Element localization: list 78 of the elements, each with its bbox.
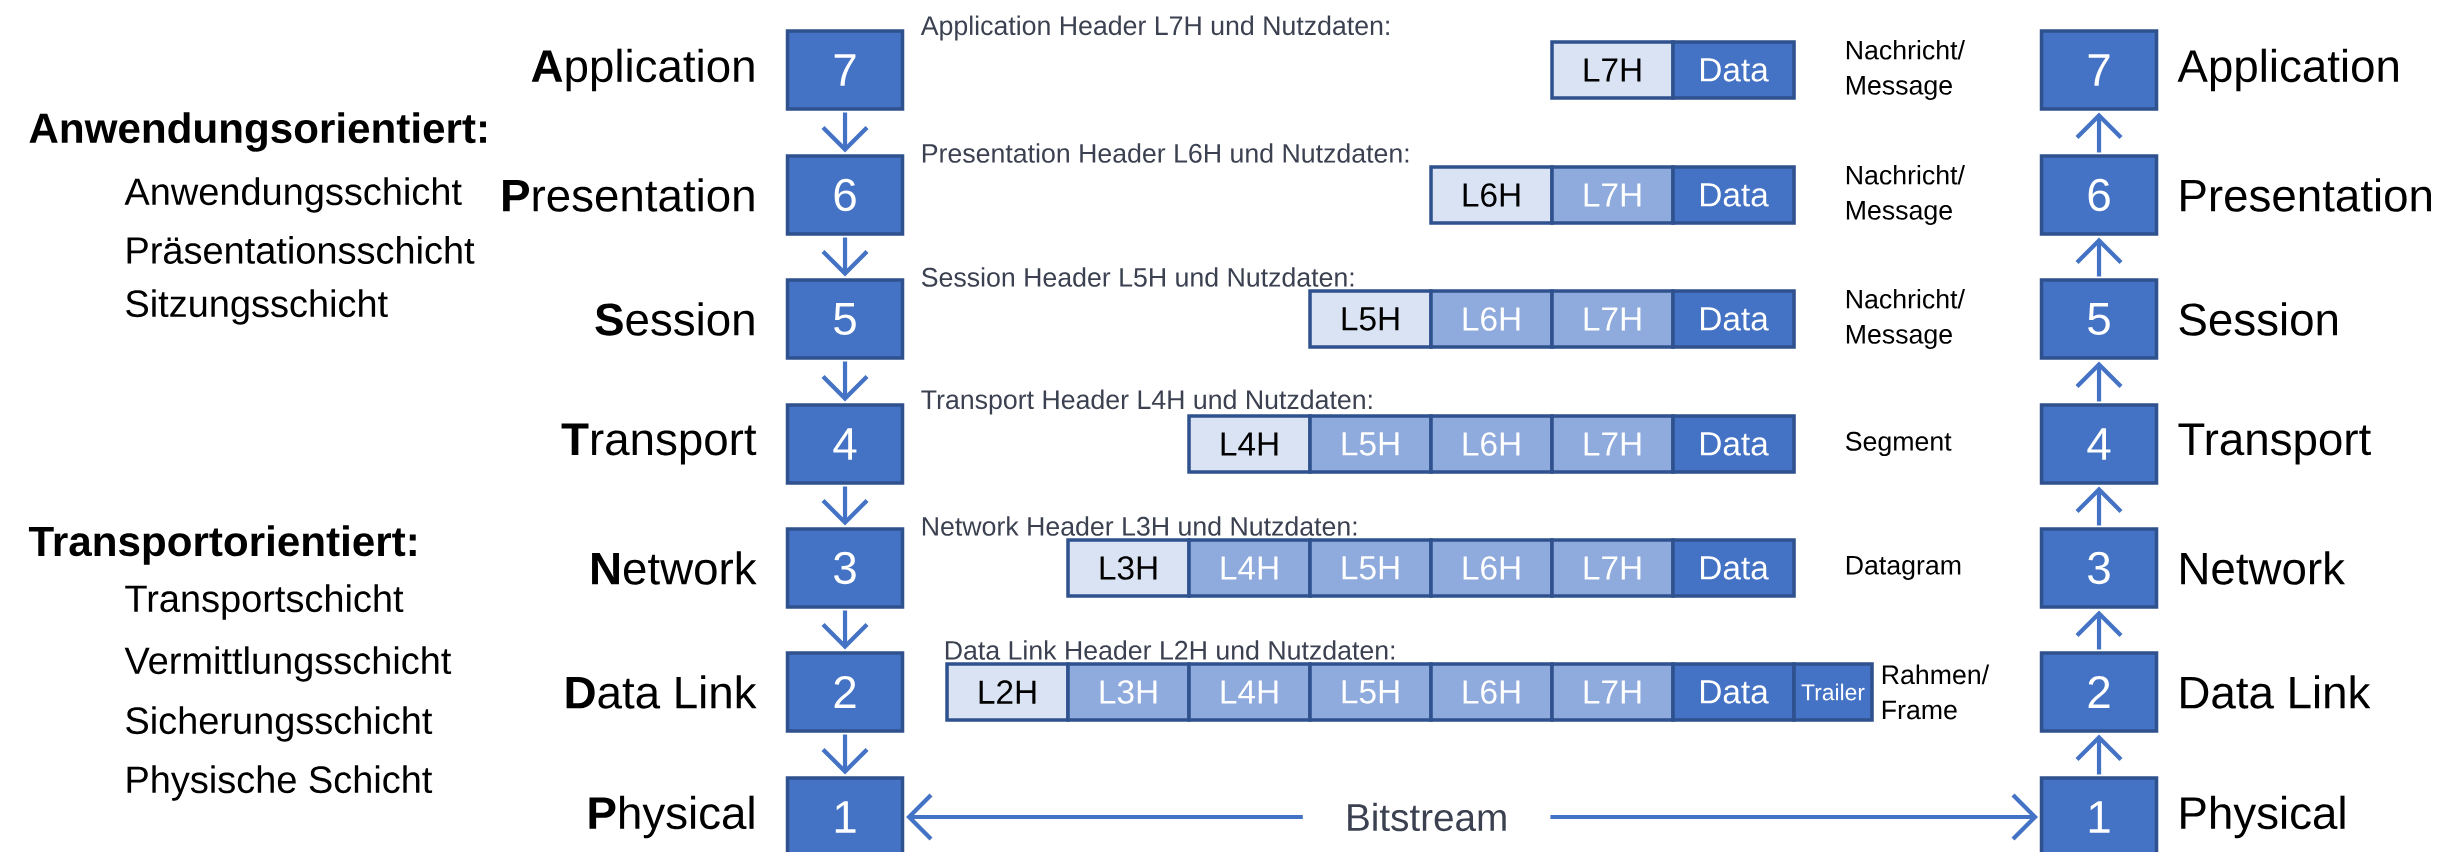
layer-name: Presentation	[2181, 178, 2431, 212]
packet-field: L7H	[1550, 538, 1675, 598]
packet-field: Data	[1671, 40, 1796, 100]
layer-box: 1	[785, 776, 905, 852]
layer-box: 3	[2039, 527, 2159, 609]
packet-field: L7H	[1550, 40, 1675, 100]
header-caption: Session Header L5H und Nutzdaten:	[921, 267, 1354, 287]
packet-field: L6H	[1429, 538, 1554, 598]
layer-name: Application	[2177, 48, 2398, 92]
packet-field: L3H	[1066, 662, 1191, 722]
packet-field: Data	[1671, 538, 1796, 598]
header-caption: Presentation Header L6H und Nutzdaten:	[922, 143, 1409, 163]
layer-name: Transport	[2178, 423, 2371, 465]
layer-name: Session	[2179, 302, 2337, 336]
edge-label: Bitstream	[1302, 791, 1551, 843]
packet-field: L7H	[1550, 289, 1675, 349]
layer-name: Transport	[561, 423, 757, 465]
packet-field: L4H	[1187, 538, 1312, 598]
packet-field: L2H	[945, 662, 1070, 722]
layer-list-item: Vermittlungsschicht	[124, 646, 452, 682]
packet-field: L3H	[1066, 538, 1191, 598]
layer-box: 4	[785, 403, 905, 485]
header-caption: Application Header L7H und Nutzdaten:	[920, 15, 1389, 41]
packet-field: Data	[1671, 414, 1796, 474]
group-heading: Anwendungsorientiert:	[29, 112, 486, 152]
data-unit-name: Nachricht/ Message	[1846, 289, 1965, 350]
layer-box: 6	[785, 154, 905, 236]
packet-field: L5H	[1308, 414, 1433, 474]
layer-box: 6	[2039, 154, 2159, 236]
packet-field: L7H	[1550, 662, 1675, 722]
packet-field: Data	[1671, 165, 1796, 225]
layer-list-item: Präsentationsschicht	[127, 236, 475, 264]
layer-name: Network	[2181, 551, 2346, 585]
packet-field: Trailer	[1792, 662, 1874, 722]
data-unit-name: Nachricht/ Message	[1846, 165, 1965, 226]
layer-list-item: Anwendungsschicht	[124, 177, 462, 213]
layer-list-item: Sitzungsschicht	[126, 289, 388, 325]
header-caption: Data Link Header L2H und Nutzdaten:	[945, 640, 1395, 660]
layer-name: Network	[592, 551, 757, 585]
data-unit-name: Segment	[1845, 431, 1952, 457]
packet-field: L4H	[1187, 414, 1312, 474]
layer-box: 7	[785, 29, 905, 111]
layer-name: Data Link	[566, 675, 757, 709]
layer-name: Session	[595, 302, 754, 336]
layer-box: 2	[2039, 651, 2159, 733]
layer-box: 7	[2039, 29, 2159, 111]
layer-name: Physical	[2181, 795, 2345, 839]
layer-box: 4	[2039, 403, 2159, 485]
group-heading: Transportorientiert:	[28, 525, 416, 565]
layer-name: Physical	[589, 795, 754, 839]
packet-field: L5H	[1308, 538, 1433, 598]
layer-box: 1	[2039, 776, 2159, 852]
layer-box: 5	[785, 278, 905, 360]
layer-list-item: Physische Schicht	[127, 765, 433, 801]
layer-box: 3	[785, 527, 905, 609]
packet-field: L7H	[1550, 165, 1675, 225]
packet-field: L5H	[1308, 662, 1433, 722]
layer-list-item: Transportschicht	[125, 584, 404, 620]
layer-name: Data Link	[2181, 675, 2371, 709]
data-unit-name: Rahmen/ Frame	[1882, 664, 1990, 720]
layer-box: 2	[785, 651, 905, 733]
header-caption: Transport Header L4H und Nutzdaten:	[921, 389, 1372, 415]
packet-field: Data	[1671, 289, 1796, 349]
header-caption: Network Header L3H und Nutzdaten:	[922, 516, 1357, 536]
packet-field: L6H	[1429, 289, 1554, 349]
packet-field: L6H	[1429, 414, 1554, 474]
layer-name: Application	[531, 48, 754, 92]
packet-field: L7H	[1550, 414, 1675, 474]
data-unit-name: Datagram	[1846, 556, 1961, 580]
layer-box: 5	[2039, 278, 2159, 360]
packet-field: L4H	[1187, 662, 1312, 722]
data-unit-name: Nachricht/ Message	[1846, 40, 1965, 101]
layer-name: Presentation	[503, 178, 754, 212]
layer-list-item: Sicherungsschicht	[126, 706, 433, 742]
packet-field: L6H	[1429, 165, 1554, 225]
packet-field: L6H	[1429, 662, 1554, 722]
packet-field: Data	[1671, 662, 1796, 722]
packet-field: L5H	[1308, 289, 1433, 349]
